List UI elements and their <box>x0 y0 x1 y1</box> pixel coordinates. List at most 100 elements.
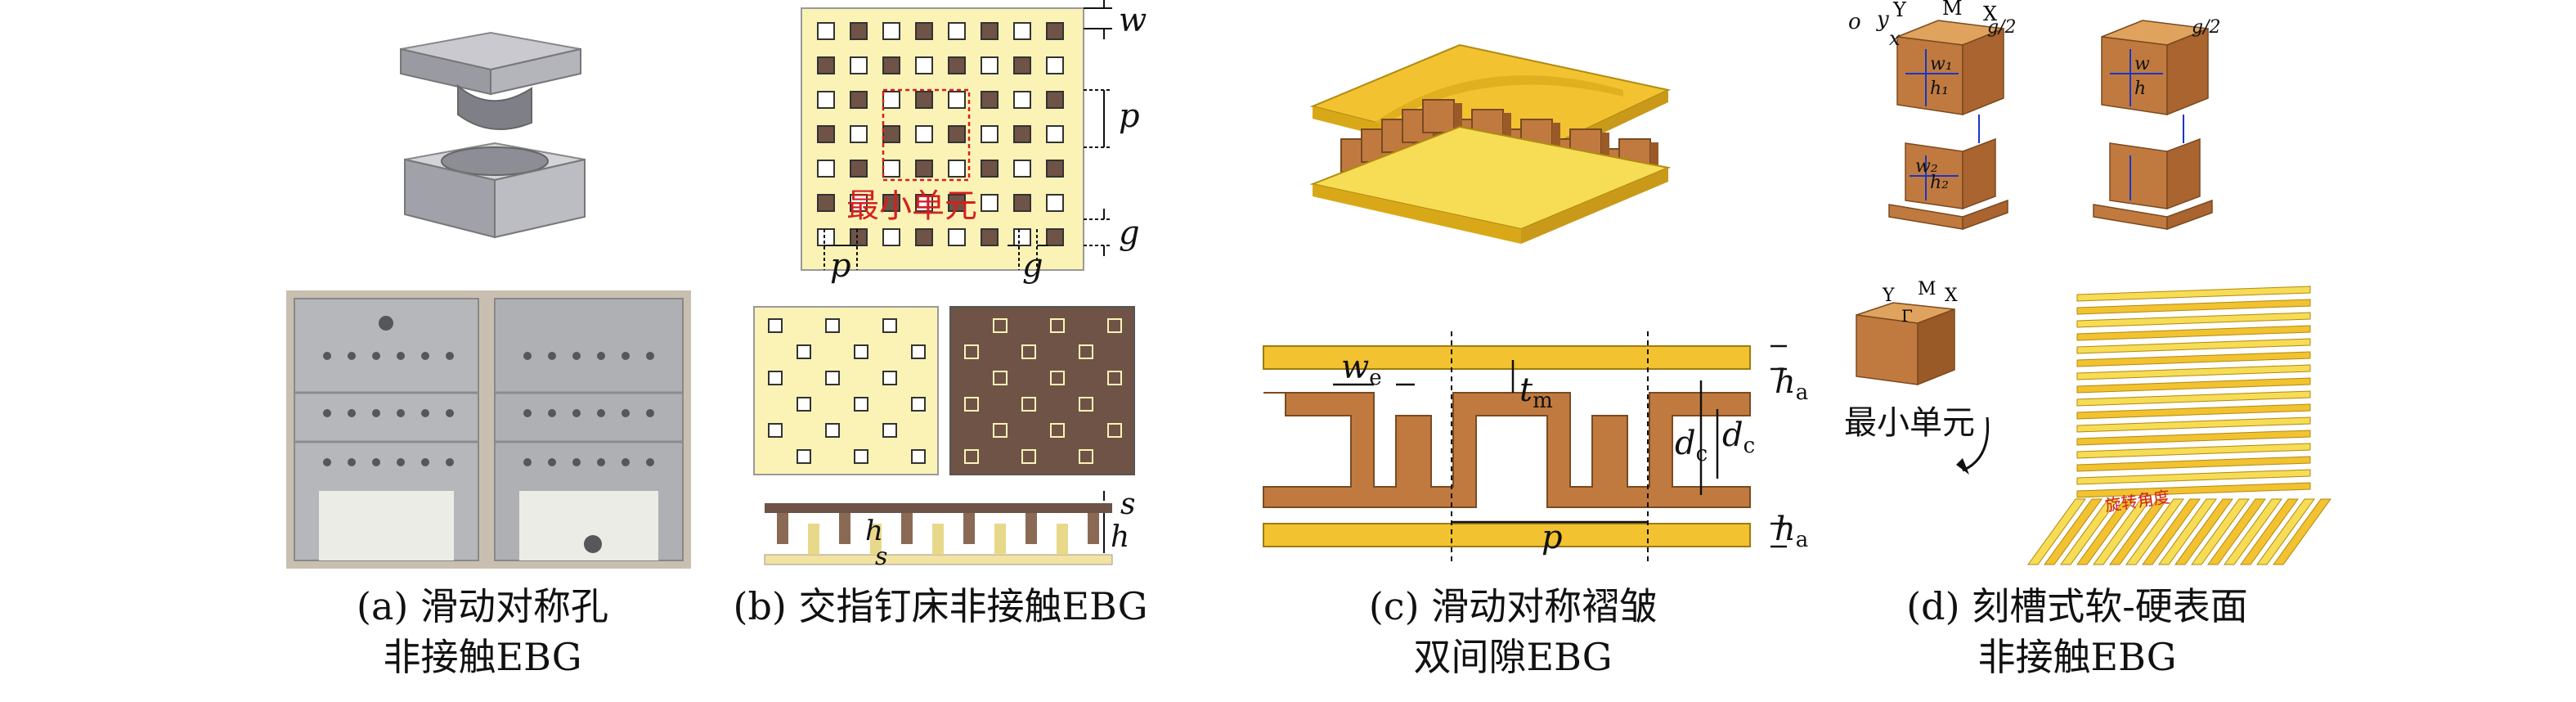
panel-b: 最小单元 w p g p g <box>720 0 1161 702</box>
hole-square <box>993 318 1008 333</box>
hole-square <box>964 449 979 464</box>
label-we: we <box>1341 349 1382 390</box>
pin-bed-top-view <box>801 7 1084 271</box>
fin-side <box>1650 142 1658 172</box>
caption-a-line2: 非接触EBG <box>383 635 582 679</box>
label-h-inner: h <box>865 515 883 547</box>
rib-floor <box>2240 498 2299 565</box>
hole-square <box>993 371 1008 385</box>
hole-square <box>964 397 979 412</box>
ribs-vertical-plate <box>2076 286 2311 498</box>
rib-vertical <box>2076 416 2311 433</box>
pin-square <box>915 91 933 109</box>
rib-vertical <box>2076 390 2311 407</box>
rib-floor <box>2224 498 2282 565</box>
label-Gamma: Γ <box>1901 306 1913 326</box>
label-M: M <box>1942 0 1963 20</box>
label-dc: dc <box>1675 425 1708 466</box>
plate-brown-holes <box>964 318 1122 464</box>
hole-square <box>964 344 979 359</box>
hole-square <box>854 449 868 464</box>
rib-vertical <box>2076 299 2311 315</box>
rib-floor <box>2207 498 2266 565</box>
pin-square <box>948 228 966 246</box>
label-o: o <box>1848 10 1861 34</box>
label-X: X <box>1983 2 1997 25</box>
side-pin <box>870 524 882 555</box>
hole-square <box>768 423 783 438</box>
panel-c-illustration: we tm dc dc ha ha p <box>1263 43 1808 565</box>
pin-square <box>1046 22 1064 40</box>
hole-square <box>797 344 811 359</box>
hole-square <box>993 423 1008 438</box>
side-pin <box>808 524 819 555</box>
pin-square <box>817 91 835 109</box>
label-ha-bottom: ha <box>1775 511 1808 552</box>
hole-square <box>911 344 926 359</box>
hole-square <box>1107 318 1122 333</box>
pin-square <box>948 160 966 178</box>
label-h1: h₁ <box>1930 79 1949 99</box>
hole-square <box>1107 371 1122 385</box>
side-pin <box>994 524 1006 555</box>
pin-square <box>915 160 933 178</box>
pin-square <box>882 160 900 178</box>
pin-square <box>981 194 999 212</box>
pin-square <box>1046 194 1064 212</box>
pin-square <box>817 125 835 143</box>
pin-square <box>948 56 966 74</box>
pin-square <box>1046 160 1064 178</box>
rib-floor <box>2076 498 2135 565</box>
pin-square <box>915 194 933 212</box>
hole-square <box>1079 449 1093 464</box>
side-pin <box>839 513 850 544</box>
pin-square <box>1046 125 1064 143</box>
label-g2-right: g/2 <box>2192 17 2221 38</box>
caption-c-line2: 双间隙EBG <box>1413 635 1613 679</box>
pin-square <box>882 125 900 143</box>
pin-square <box>981 228 999 246</box>
side-pin <box>932 524 944 555</box>
caption-d: (d) 刻槽式软-硬表面 非接触EBG <box>1824 581 2331 682</box>
pin-square <box>981 56 999 74</box>
pin-plate-brown <box>949 306 1135 475</box>
label-g: g <box>1119 214 1140 252</box>
label-s-inner: s <box>875 542 887 571</box>
hole-square <box>768 318 783 333</box>
fin-side <box>1503 113 1511 142</box>
caption-d-line2: 非接触EBG <box>1977 635 2177 679</box>
pin-square <box>850 91 868 109</box>
hole-square <box>768 371 783 385</box>
pin-square <box>882 22 900 40</box>
pin-square <box>850 160 868 178</box>
label-w-right: w <box>2134 54 2150 74</box>
unit-cell-left <box>1888 20 2008 231</box>
pin-square <box>915 22 933 40</box>
label-X-small: X <box>1945 286 1958 306</box>
pin-square <box>817 228 835 246</box>
pin-square <box>882 228 900 246</box>
corrugated-section <box>1263 331 1787 565</box>
cad-bottom-block <box>404 142 586 239</box>
corrugated-3d-view <box>1309 43 1672 244</box>
panel-d: h₁ h₂ w₁ w₂ h w g/2 g/2 o y Y M X x Y M … <box>1824 0 2331 702</box>
rib-vertical <box>2076 443 2311 459</box>
pin-square <box>915 125 933 143</box>
caption-b-line1: (b) 交指钉床非接触EBG <box>733 584 1148 628</box>
pin-square <box>1013 160 1031 178</box>
side-pin <box>777 513 788 544</box>
label-p-bottom: p <box>830 247 851 285</box>
pin-square <box>817 22 835 40</box>
rib-vertical <box>2076 338 2311 354</box>
label-p-c: p <box>1542 519 1563 556</box>
hole-square <box>854 397 868 412</box>
rotation-arrow-head <box>1956 458 1969 475</box>
hole-square <box>882 371 897 385</box>
rib-vertical <box>2076 430 2311 446</box>
rib-floor <box>2174 498 2233 565</box>
pin-square <box>1013 91 1031 109</box>
hole-square <box>1050 423 1065 438</box>
rib-floor <box>2191 498 2250 565</box>
pin-square <box>1046 228 1064 246</box>
pin-plate-yellow <box>753 306 939 475</box>
